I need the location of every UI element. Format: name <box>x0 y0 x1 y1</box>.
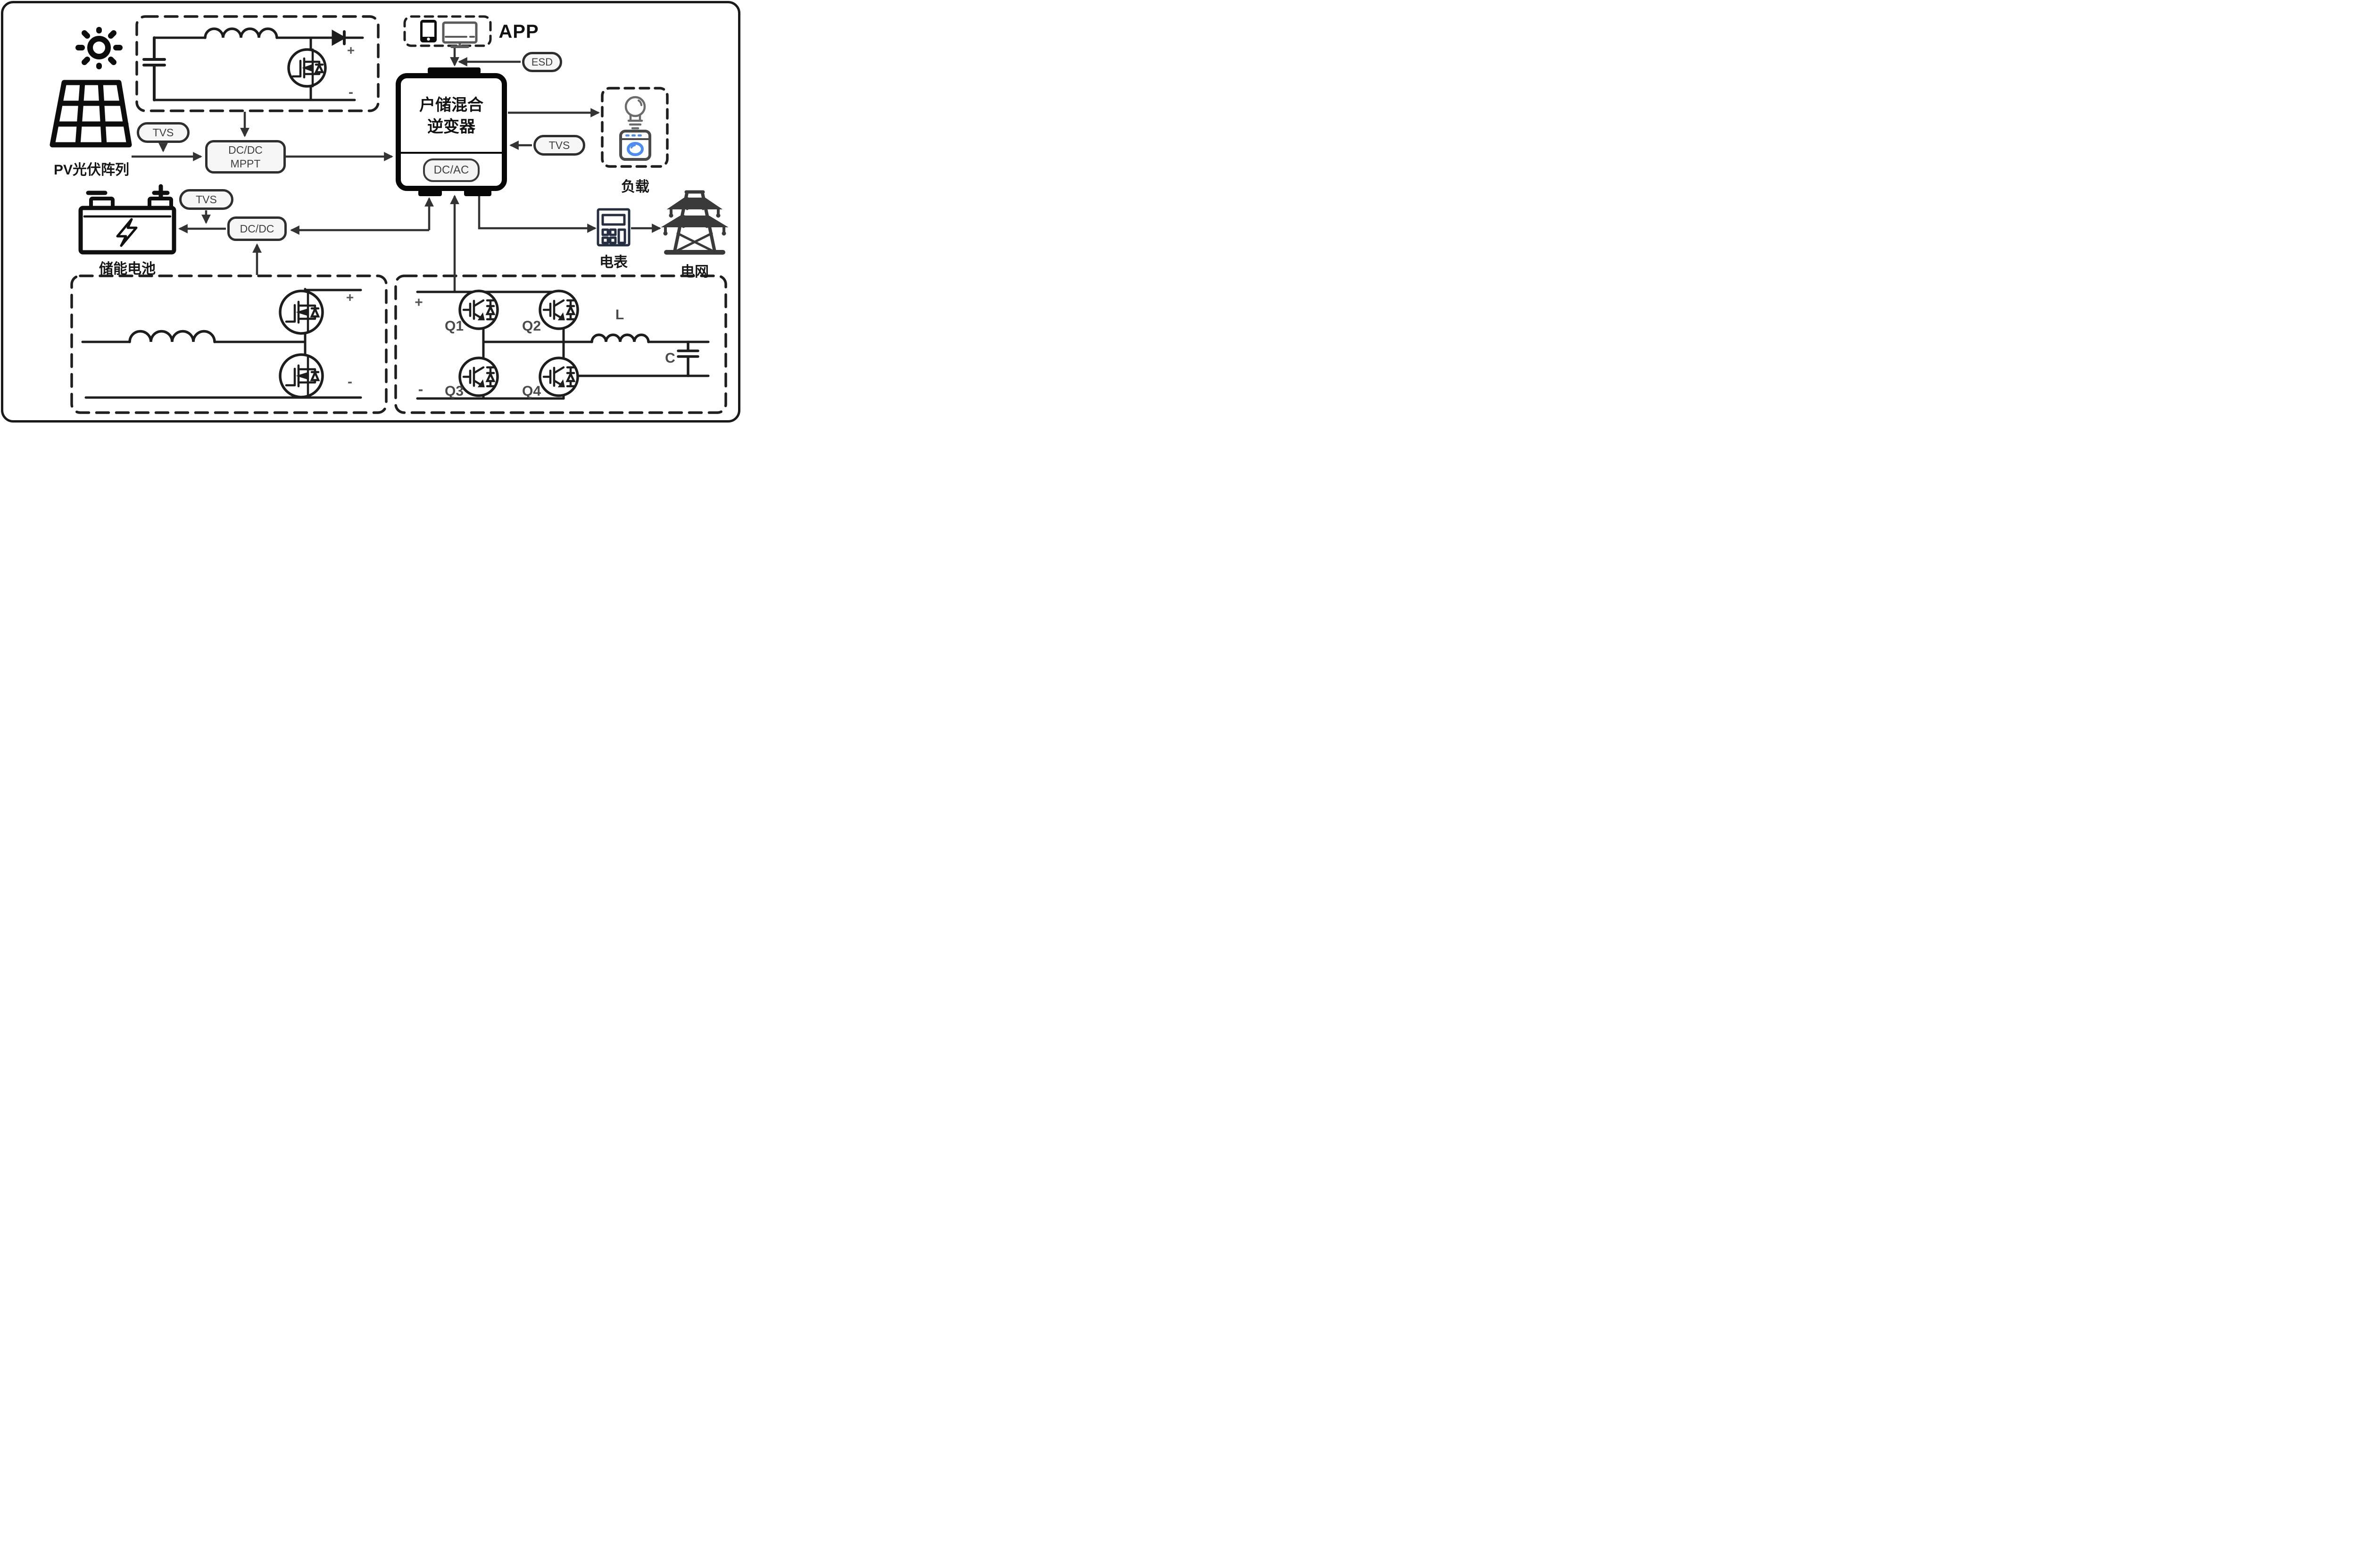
inverter-bottom-right-tab <box>464 190 491 196</box>
boost-plus: + <box>347 43 355 58</box>
app-devices-box <box>403 15 492 47</box>
buckboost-circuit <box>81 288 362 399</box>
dcac-label: DC/AC <box>433 164 469 176</box>
tvs-batt-label: TVS <box>196 193 217 206</box>
diode-symbol <box>332 29 347 46</box>
capacitor-label: C <box>665 350 675 366</box>
dcdc-label: DC/DC <box>240 222 274 235</box>
mosfet-icon <box>279 290 324 335</box>
q3-label: Q3 <box>444 383 464 399</box>
hbridge-minus: - <box>418 381 423 398</box>
capacitor-symbol <box>142 36 166 101</box>
mppt-line1: DC/DC <box>228 143 263 156</box>
tvs-batt-pill: TVS <box>179 189 233 210</box>
phone-icon <box>420 20 437 42</box>
igbt-icon <box>539 290 579 330</box>
inverter-divider <box>401 152 502 154</box>
diagram-canvas: TVS DC/DC MPPT ESD TVS TVS DC/DC 户储混合 逆变… <box>1 1 740 423</box>
lightbulb-icon <box>624 96 646 130</box>
inductor-label: L <box>615 307 624 323</box>
q1-label: Q1 <box>444 318 464 334</box>
hbridge-plus: + <box>415 295 423 310</box>
tvs-pv-label: TVS <box>152 126 174 139</box>
tvs-load-label: TVS <box>548 139 570 151</box>
inductor-symbol <box>590 333 650 343</box>
igbt-icon <box>458 357 499 397</box>
app-label: APP <box>498 21 539 42</box>
capacitor-symbol <box>677 340 699 377</box>
esd-label: ESD <box>531 56 553 68</box>
diagram-artwork <box>50 15 729 414</box>
mosfet-icon <box>279 353 324 398</box>
sun-icon <box>75 27 123 69</box>
esd-pill: ESD <box>522 52 562 72</box>
tvs-load-pill: TVS <box>533 135 585 156</box>
boost-minus: - <box>349 84 353 100</box>
pv-label: PV光伏阵列 <box>53 162 130 178</box>
hbridge-circuit-box <box>394 274 727 414</box>
inverter-title-line2: 逆变器 <box>427 118 475 136</box>
inverter-title: 户储混合 逆变器 <box>401 94 502 138</box>
boost-circuit <box>142 27 364 101</box>
igbt-icon <box>458 290 499 330</box>
dcdc-box: DC/DC <box>227 216 287 241</box>
grid-tower-icon <box>661 190 729 255</box>
inverter-title-line1: 户储混合 <box>419 96 483 114</box>
washing-machine-icon <box>619 130 651 161</box>
solar-panel-icon <box>50 80 132 148</box>
inductor-symbol <box>128 330 216 343</box>
hbridge-circuit <box>416 290 710 400</box>
hybrid-inverter: 户储混合 逆变器 DC/AC <box>396 73 507 191</box>
inductor-symbol <box>204 27 278 39</box>
mppt-line2: MPPT <box>230 157 261 170</box>
buckboost-minus: - <box>348 374 352 390</box>
inverter-bottom-left-tab <box>418 190 442 196</box>
meter-label: 电表 <box>599 255 628 270</box>
tvs-pv-pill: TVS <box>137 122 190 143</box>
meter-icon <box>597 208 631 247</box>
load-box <box>601 87 669 168</box>
battery-icon <box>78 184 176 255</box>
igbt-icon <box>539 357 579 397</box>
buckboost-plus: + <box>346 290 354 305</box>
inverter-top-tab <box>428 67 481 74</box>
mppt-box: DC/DC MPPT <box>205 140 286 174</box>
mosfet-icon <box>291 48 324 88</box>
load-label: 负载 <box>621 179 649 195</box>
wire-inverter-to-meter <box>478 194 597 233</box>
buckboost-circuit-box <box>70 274 388 414</box>
dcac-stage-pill: DC/AC <box>423 158 480 182</box>
battery-label: 储能电池 <box>99 261 156 277</box>
bolt-icon <box>116 218 138 247</box>
grid-label: 电网 <box>681 264 709 280</box>
boost-circuit-box <box>135 15 380 112</box>
q2-label: Q2 <box>522 318 541 334</box>
monitor-icon <box>442 21 478 48</box>
q4-label: Q4 <box>522 383 541 399</box>
